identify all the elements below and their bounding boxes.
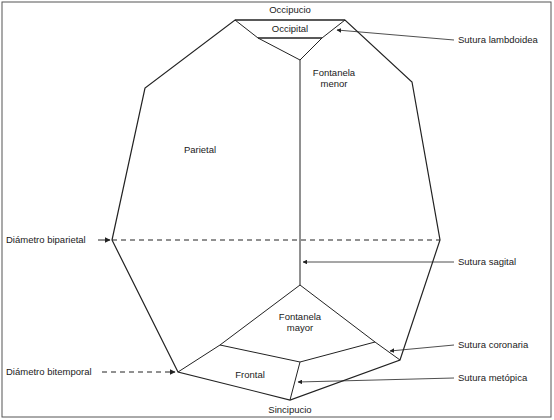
leader-line	[298, 378, 454, 382]
bone-label: Parietal	[184, 144, 216, 155]
diameter-label: Diámetro bitemporal	[6, 366, 92, 377]
posterior-fontanelle	[258, 38, 322, 60]
suture-label: Sutura metópica	[458, 372, 527, 383]
anterior-fontanelle	[220, 285, 375, 362]
suture-label: Sutura lambdoidea	[458, 34, 538, 45]
fontanelle-label: Fontanela menor	[306, 67, 362, 90]
bone-label: Frontal	[235, 369, 265, 380]
bitemporal-diameter	[102, 372, 175, 373]
skull-outline	[112, 20, 440, 400]
frame-border	[2, 2, 551, 417]
sagittal-suture	[300, 60, 301, 285]
diameter-label: Diámetro biparietal	[6, 234, 86, 245]
suture-label: Sutura sagital	[458, 256, 516, 267]
coronal-suture	[178, 345, 220, 372]
landmark-label: Occipucio	[269, 4, 311, 15]
leader-line	[303, 262, 454, 263]
bone-label: Occipital	[272, 23, 308, 34]
leader-line	[98, 240, 110, 241]
biparietal-diameter	[112, 240, 440, 241]
leader-line	[390, 345, 454, 351]
leader-line	[337, 30, 454, 40]
metopic-suture	[290, 362, 300, 400]
landmark-label: Sincipucio	[268, 404, 311, 415]
suture-label: Sutura coronaria	[458, 339, 528, 350]
occipital-bone	[235, 20, 345, 38]
coronal-suture	[375, 342, 400, 360]
fontanelle-label: Fontanela mayor	[270, 311, 330, 334]
